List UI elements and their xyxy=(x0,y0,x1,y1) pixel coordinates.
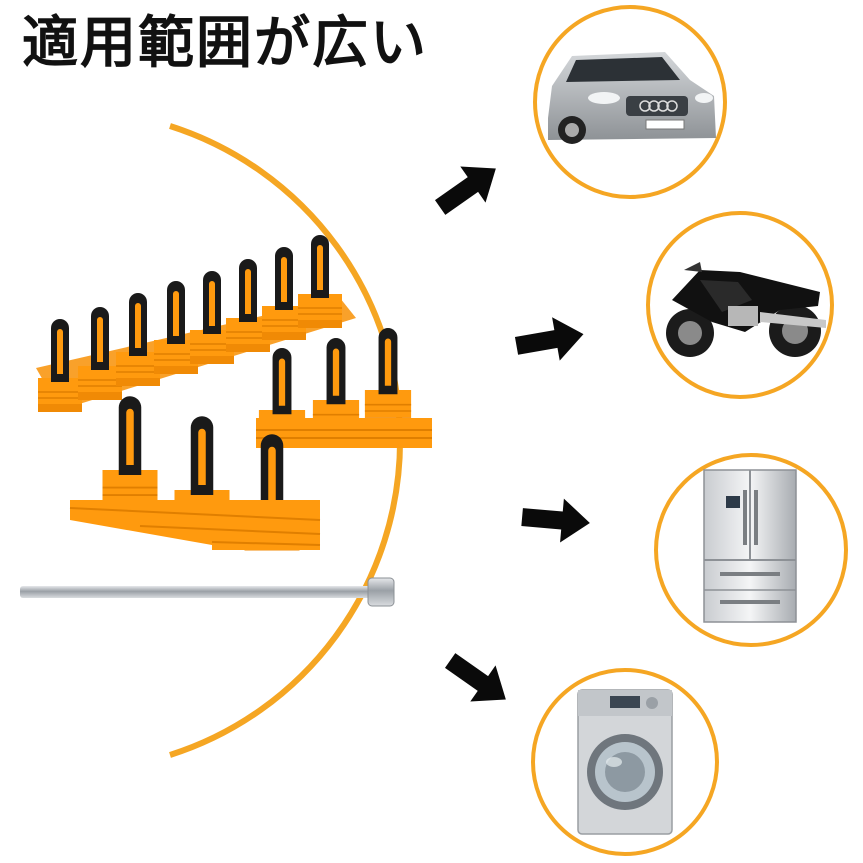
glue-puller-tabs-picture xyxy=(36,234,432,552)
slide-hammer-rod-picture xyxy=(20,577,395,607)
headline: 適用範囲が広い xyxy=(22,11,428,76)
refrigerator-picture xyxy=(654,453,848,647)
arrow-right-icon xyxy=(512,312,588,368)
arrow-right-icon xyxy=(520,495,592,545)
motorcycle-picture xyxy=(646,211,834,399)
washing-machine-picture xyxy=(531,668,719,856)
car-picture xyxy=(533,5,727,199)
arrow-right-icon xyxy=(427,150,509,226)
arrow-right-icon xyxy=(437,642,519,718)
